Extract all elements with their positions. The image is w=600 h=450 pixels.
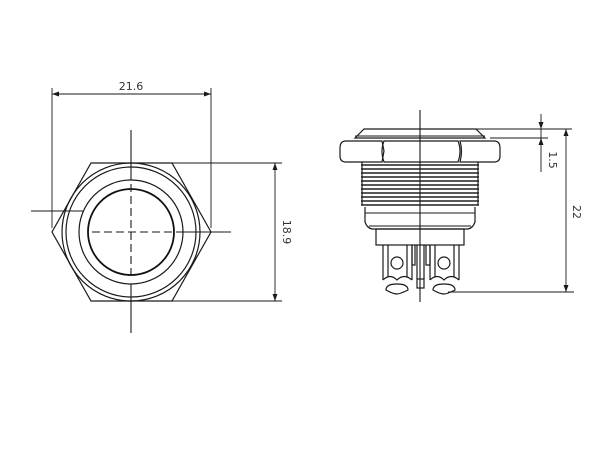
hex-nut-side <box>339 140 501 163</box>
terminal-left <box>382 245 413 295</box>
head-thickness-dimension: 1.5 <box>476 114 572 172</box>
head-thickness-label: 1.5 <box>546 151 559 169</box>
total-height-dimension: 22 <box>448 129 583 293</box>
side-view: 1.5 22 <box>339 110 583 302</box>
width-dimension: 21.6 <box>51 80 212 228</box>
center-pin <box>411 245 431 289</box>
total-height-label: 22 <box>570 205 583 219</box>
front-view: 21.6 18.9 <box>31 80 293 333</box>
height-dimension: 18.9 <box>172 162 293 302</box>
height-dimension-label: 18.9 <box>280 220 293 245</box>
terminal-right <box>429 245 460 295</box>
width-dimension-label: 21.6 <box>119 80 144 93</box>
